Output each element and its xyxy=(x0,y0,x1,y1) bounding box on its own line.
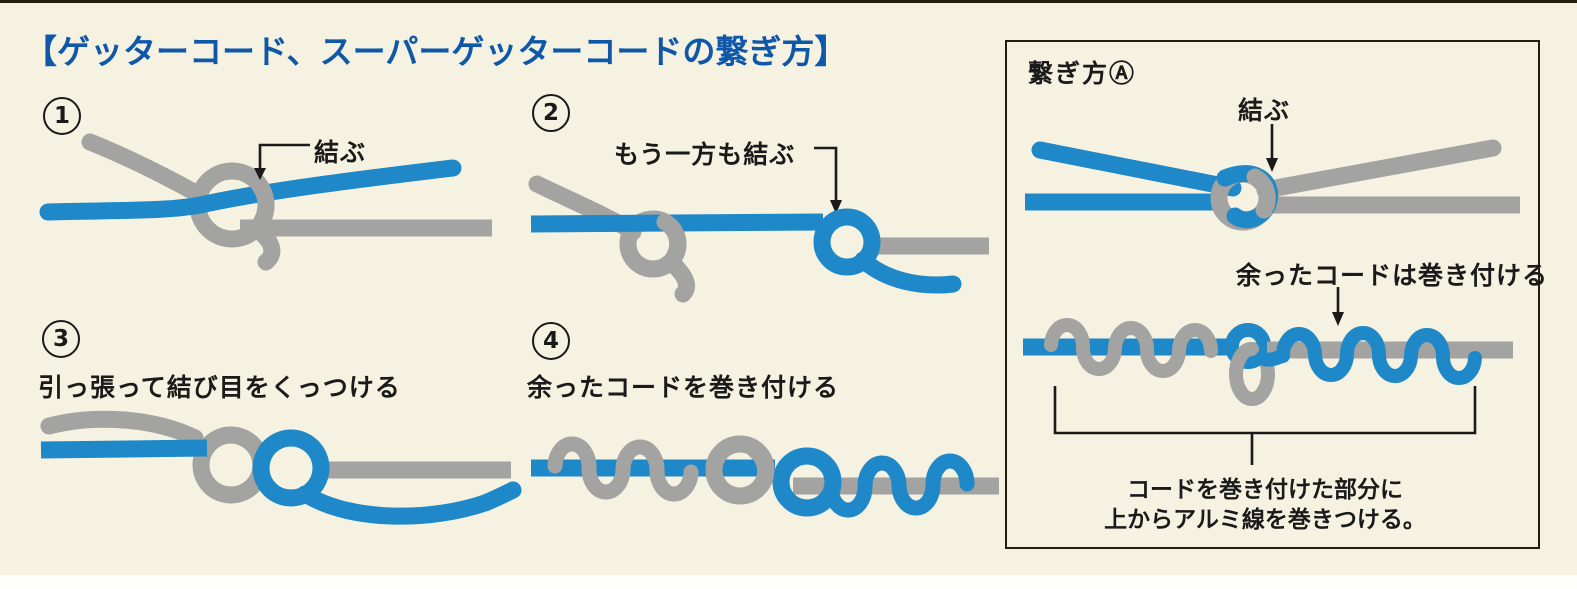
gray-cord-tail xyxy=(40,410,204,447)
panel-wrap-arrow-icon xyxy=(1332,287,1344,326)
page-title: 【ゲッターコード、スーパーゲッターコードの繋ぎ方】 xyxy=(24,32,848,71)
step1-knot-illustration xyxy=(39,133,492,271)
blue-knot-loop xyxy=(813,208,881,276)
panel-wrap-label: 余ったコードは巻き付ける xyxy=(1236,261,1549,290)
blue-knot-loop xyxy=(252,429,330,507)
gray-wrap-coil xyxy=(1044,318,1218,378)
blue-knot-tail xyxy=(296,481,522,525)
panel-knot-label: 結ぶ xyxy=(1238,96,1291,125)
step4-number-badge: 4 xyxy=(532,322,570,360)
panel-bracket xyxy=(1053,386,1477,465)
panel-caption-line2: 上からアルミ線を巻きつける。 xyxy=(1104,507,1426,533)
step1-label: 結ぶ xyxy=(314,138,367,167)
blue-cord-tail xyxy=(1031,141,1242,197)
panel-caption-line1: コードを巻き付けた部分に xyxy=(1127,477,1403,503)
blue-cord xyxy=(39,159,462,221)
panel-knot-illustration xyxy=(1025,139,1520,231)
step1-number-badge: 1 xyxy=(43,97,81,135)
gray-knot-tail xyxy=(662,253,695,303)
blue-wrap-coil xyxy=(1255,326,1482,385)
step3-number-badge: 3 xyxy=(42,320,80,358)
step3-knot-illustration xyxy=(40,410,522,525)
step1-pointer-arrow-icon xyxy=(254,143,310,180)
blue-cord-line xyxy=(40,439,208,459)
step4-wrap-illustration xyxy=(531,435,999,518)
step1-number: 1 xyxy=(53,103,70,129)
gray-knot-overlap xyxy=(746,441,775,486)
step3-number: 3 xyxy=(52,326,69,352)
step2-number: 2 xyxy=(542,100,559,126)
gray-wrap-coil xyxy=(547,436,699,502)
step2-knot-illustration xyxy=(528,175,989,303)
step4-number: 4 xyxy=(542,328,559,354)
gray-knot-overlap xyxy=(656,213,687,264)
gray-knot-overlap xyxy=(237,165,275,228)
step3-description: 引っ張って結び目をくっつける xyxy=(38,373,401,402)
blue-knot-loop xyxy=(1225,323,1271,369)
top-border-line xyxy=(0,0,1577,3)
step2-number-badge: 2 xyxy=(532,94,570,132)
blue-knot-tail xyxy=(854,251,962,294)
method-a-panel-title: 繋ぎ方Ⓐ xyxy=(1028,59,1137,88)
gray-knot-overlap xyxy=(1246,168,1276,219)
gray-cord-tail xyxy=(81,133,201,200)
step2-pointer-arrow-icon xyxy=(814,146,842,214)
blue-wrap-coil xyxy=(823,453,975,518)
panel-knot-arrow-icon xyxy=(1266,124,1278,172)
panel-wrap-illustration xyxy=(1023,318,1513,406)
method-a-panel xyxy=(1005,40,1540,549)
gray-knot-overlap xyxy=(1229,342,1259,381)
gray-cord-tail xyxy=(1256,139,1502,199)
step2-label: もう一方も結ぶ xyxy=(614,140,796,169)
step4-description: 余ったコードを巻き付ける xyxy=(527,373,840,402)
gray-knot-tail xyxy=(250,222,281,271)
